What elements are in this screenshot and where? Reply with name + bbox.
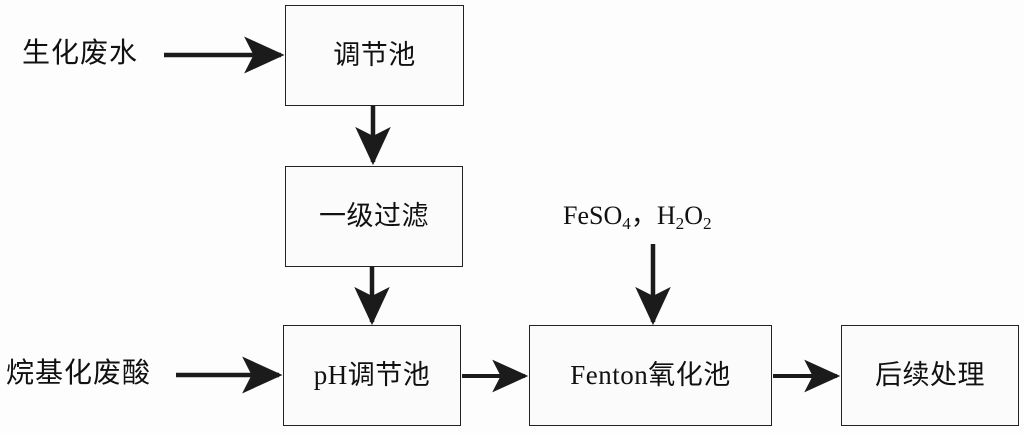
node-subsequent-treatment[interactable]: 后续处理 (841, 325, 1019, 426)
reagent-h2o2-h: H (656, 201, 676, 230)
node-primary-filtration[interactable]: 一级过滤 (285, 166, 463, 267)
node-label-subsequent-treatment: 后续处理 (875, 360, 985, 390)
reagent-h2o2-sub-h: 2 (675, 213, 685, 233)
reagent-label-fenton-reagents: FeSO4，H2O2 (563, 203, 712, 232)
reagent-h2o2-sub-o: 2 (702, 213, 712, 233)
node-fenton-oxidation-tank[interactable]: Fenton氧化池 (529, 325, 772, 426)
node-label-primary-filtration: 一级过滤 (319, 201, 429, 231)
node-label-fenton-oxidation-tank: Fenton氧化池 (570, 360, 731, 390)
input-label-biochemical-wastewater: 生化废水 (22, 38, 139, 69)
reagent-feso4-sub: 4 (622, 213, 631, 233)
node-ph-regulation-tank[interactable]: pH调节池 (283, 325, 461, 426)
node-label-ph-regulation-tank: pH调节池 (313, 360, 431, 390)
reagent-separator: ， (630, 201, 657, 230)
input-label-alkylation-waste-acid: 烷基化废酸 (6, 358, 152, 389)
node-regulation-tank[interactable]: 调节池 (285, 5, 464, 106)
node-label-regulation-tank: 调节池 (333, 40, 416, 70)
reagent-feso4-text: FeSO (563, 201, 623, 230)
reagent-h2o2-o: O (684, 201, 703, 230)
